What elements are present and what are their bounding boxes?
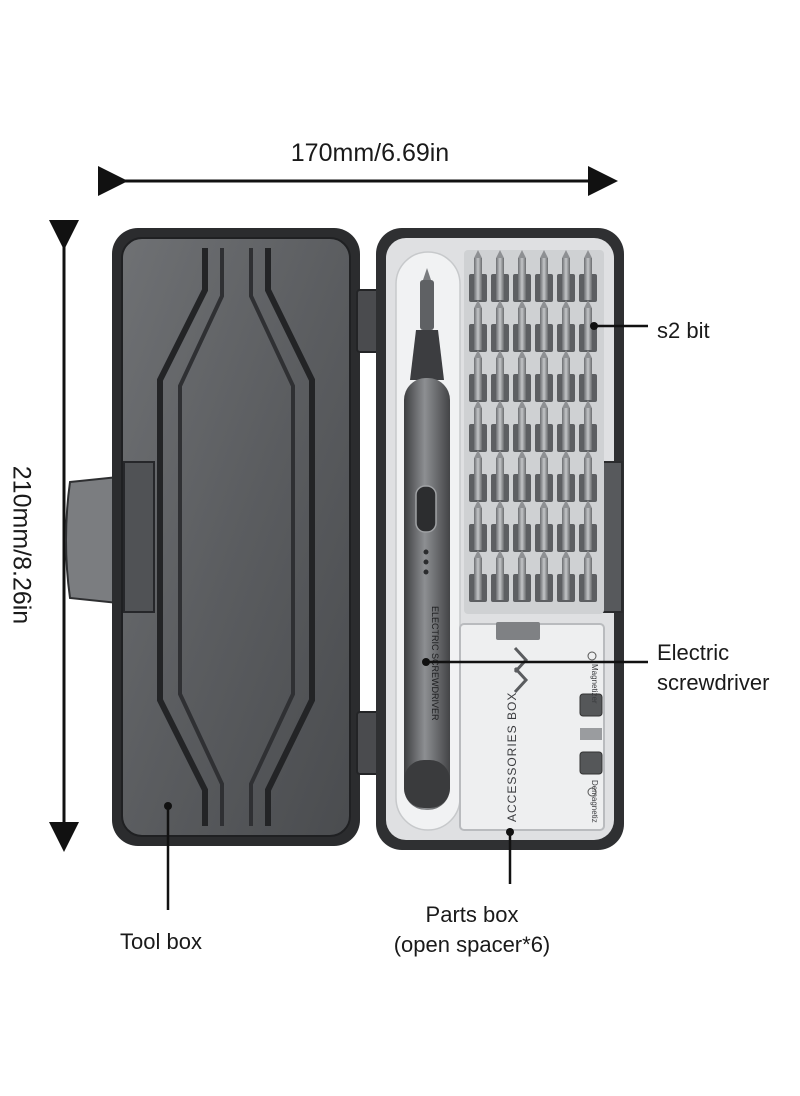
s2-bit [579,550,597,602]
demagnetizer-label: Demagnetiz [590,780,599,823]
s2-bit [535,250,553,302]
parts-box-label-line2: (open spacer*6) [393,931,551,957]
s2-bit [535,450,553,502]
s2-bit [491,400,509,452]
s2-bit [513,550,531,602]
magnetizer-label: Magnetizer [590,664,599,704]
s2-bit [513,500,531,552]
s2-bit [579,400,597,452]
s2-bit [491,300,509,352]
s2-bit [513,400,531,452]
width-dimension-label: 170mm/6.69in [290,139,450,167]
s2-bit [491,550,509,602]
s2-bit [535,500,553,552]
s2-bit [557,400,575,452]
callout-tool-box [164,802,172,910]
tool-box-lid [112,228,360,846]
parts-box: ACCESSORIES BOX Magnetizer Demagnetiz [459,622,605,831]
s2-bit [579,250,597,302]
parts-box-label-line1: Parts box [425,902,519,927]
tool-box-label: Tool box [120,929,202,954]
s2-bit-label: s2 bit [657,318,710,343]
s2-bit [579,350,597,402]
s2-bit [535,300,553,352]
height-dimension-label: 210mm/8.26in [7,465,36,625]
s2-bit [469,300,487,352]
s2-bit-grid [469,250,597,602]
s2-bit [557,500,575,552]
s2-bit [557,300,575,352]
callout-s2-bit [590,322,648,330]
hinge-bottom [356,711,380,775]
s2-bit [513,450,531,502]
callout-parts-box [506,828,514,884]
s2-bit [557,450,575,502]
s2-bit [557,550,575,602]
plus-icon [587,651,597,661]
s2-bit [469,450,487,502]
s2-bit [513,350,531,402]
s2-bit [513,300,531,352]
s2-bit [491,500,509,552]
s2-bit [469,400,487,452]
s2-bit [557,250,575,302]
s2-bit [491,350,509,402]
s2-bit [491,250,509,302]
driver-body-text: ELECTRIC SCREWDRIVER [430,606,440,721]
s2-bit [579,500,597,552]
electric-screwdriver-label-line1: Electric [657,640,730,665]
s2-bit [535,400,553,452]
s2-bit [579,300,597,352]
hinge-top [356,289,380,353]
electric-screwdriver-label: Electric screwdriver [657,638,769,697]
callout-electric-screwdriver [422,658,648,666]
s2-bit [469,550,487,602]
accessories-box-label: ACCESSORIES BOX [505,692,519,822]
s2-bit [535,550,553,602]
s2-bit [535,350,553,402]
s2-bit [513,250,531,302]
s2-bit [469,500,487,552]
s2-bit [491,450,509,502]
parts-box-label: Parts box (open spacer*6) [372,900,572,959]
s2-bit [469,250,487,302]
electric-screwdriver: ELECTRIC SCREWDRIVER [404,268,450,810]
s2-bit [579,450,597,502]
s2-bit [469,350,487,402]
electric-screwdriver-label-line2: screwdriver [657,669,770,695]
minus-icon [587,787,597,797]
s2-bit [557,350,575,402]
